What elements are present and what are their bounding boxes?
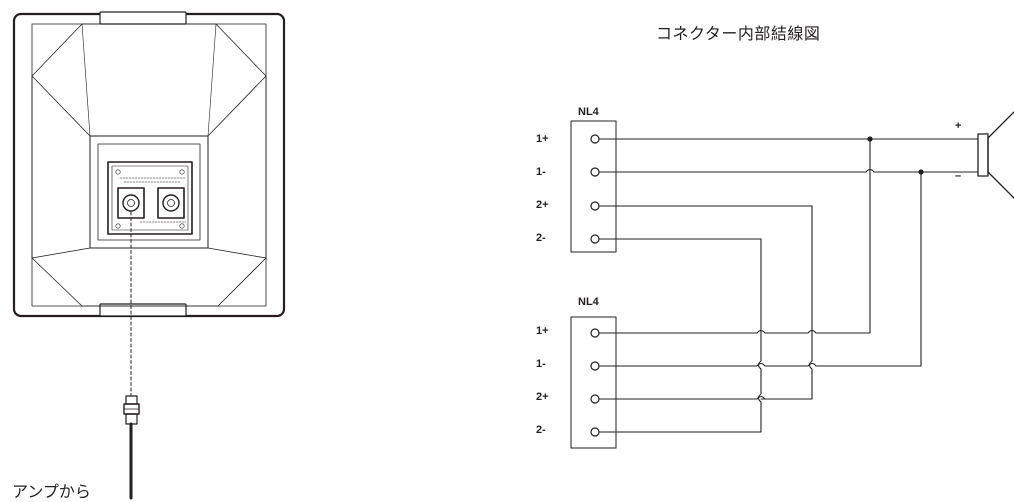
wiring	[598, 138, 979, 433]
amp-caption: アンプから	[12, 482, 91, 501]
connector-2-name: NL4	[578, 296, 599, 308]
connector-1-pin-label: 2+	[536, 199, 549, 211]
speaker-plus-label: +	[955, 120, 962, 132]
connector-1-pin-label: 1+	[536, 133, 549, 145]
connector-1-pin-label: 1-	[536, 166, 546, 178]
driver-symbol	[977, 111, 1014, 199]
connector-2-pin-label: 2-	[536, 424, 546, 436]
connector-plate	[107, 161, 193, 235]
pin-terminals	[590, 134, 600, 437]
connector-2-pin-label: 1+	[536, 325, 549, 337]
connector-1-name: NL4	[578, 106, 599, 118]
diagram-title: コネクター内部結線図	[656, 24, 821, 43]
speaker-cabinet	[12, 11, 286, 396]
junctions	[867, 136, 924, 175]
connector-1-pin-label: 2-	[536, 232, 546, 244]
speaker-minus-label: –	[955, 170, 962, 182]
connector-2-pin-label: 1-	[536, 358, 546, 370]
speakon-plug	[123, 395, 140, 500]
connector-2-pin-label: 2+	[536, 391, 549, 403]
connector-1-block	[570, 120, 617, 253]
connector-2-block	[570, 316, 617, 449]
